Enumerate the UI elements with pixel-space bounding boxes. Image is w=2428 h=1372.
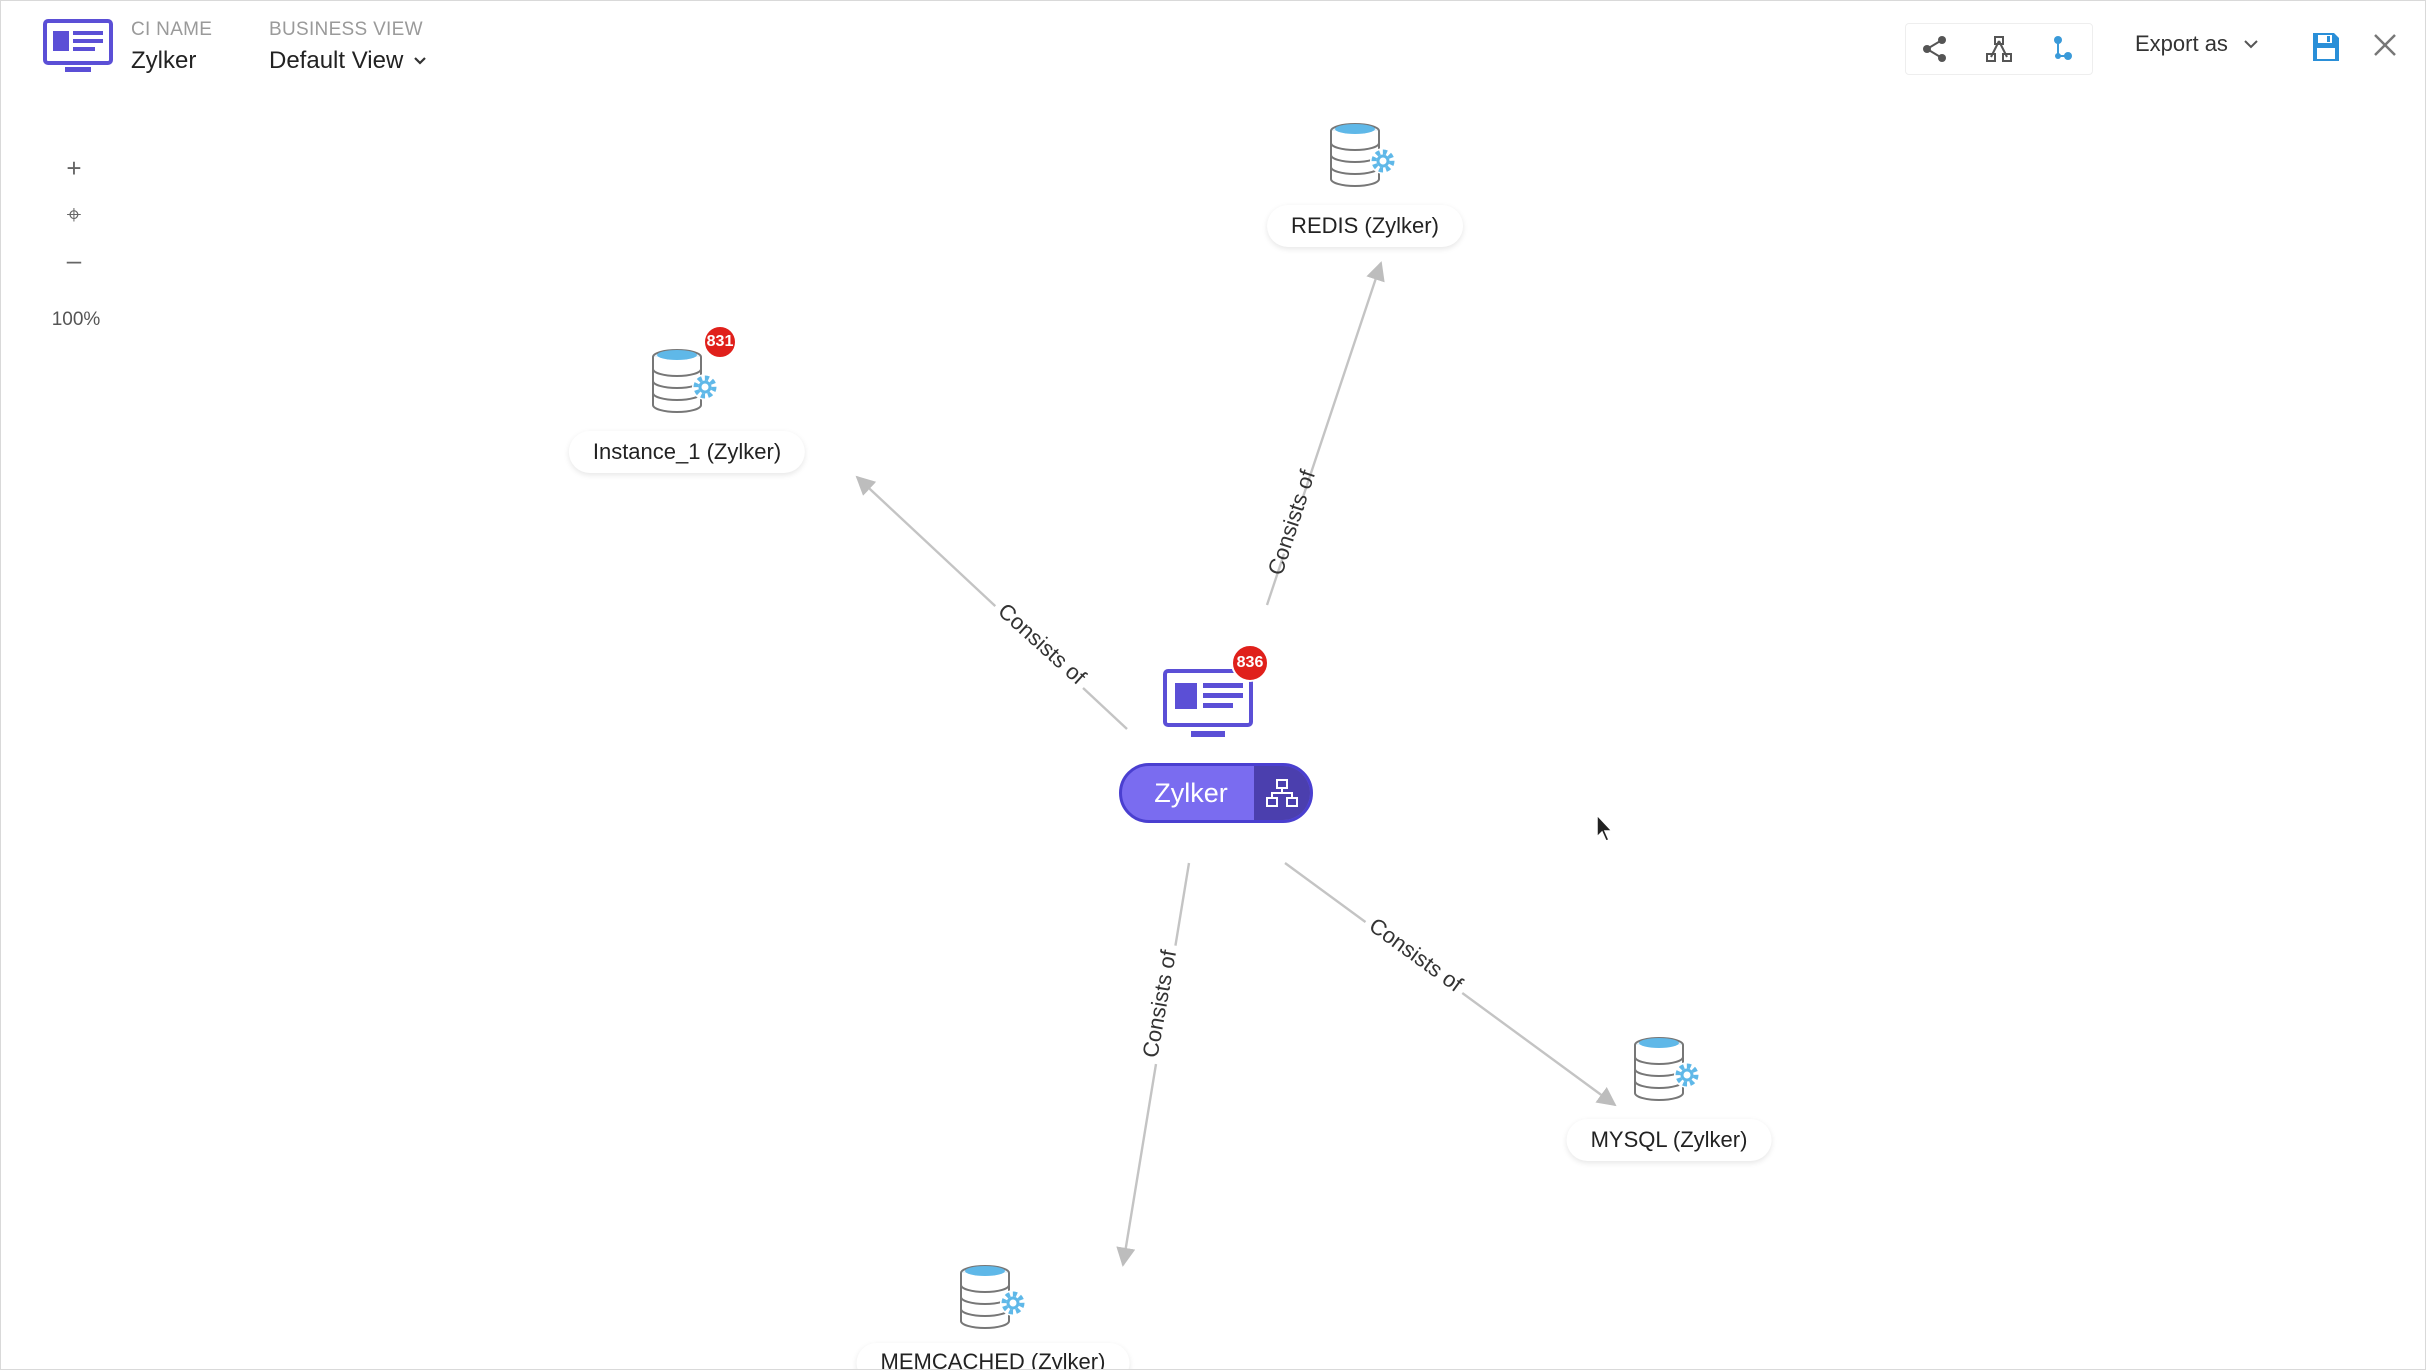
header: CI NAME Zylker BUSINESS VIEW Default Vie… xyxy=(1,1,2425,101)
zoom-controls: + ⌖ – xyxy=(59,153,89,291)
business-view-caption: BUSINESS VIEW xyxy=(269,19,423,40)
chevron-down-icon xyxy=(414,57,427,65)
center-node-label: Zylker xyxy=(1154,777,1228,808)
export-as-label: Export as xyxy=(2135,31,2228,56)
edge-instance xyxy=(855,475,1128,730)
node-label-instance[interactable]: Instance_1 (Zylker) xyxy=(568,431,806,473)
node-zylker[interactable] xyxy=(1163,669,1255,746)
save-button[interactable] xyxy=(2311,31,2341,68)
node-label-redis[interactable]: REDIS (Zylker) xyxy=(1267,205,1463,247)
topology-icon xyxy=(1266,779,1298,807)
layout-toolbar xyxy=(1905,23,2093,75)
tree-layout-icon xyxy=(2054,36,2072,60)
zoom-in-button[interactable]: + xyxy=(66,153,82,183)
database-gear-icon xyxy=(1330,123,1396,187)
ci-name-block: CI NAME Zylker xyxy=(131,19,212,75)
business-view-block: BUSINESS VIEW Default View xyxy=(269,19,427,75)
close-icon xyxy=(2374,34,2396,56)
floppy-disk-icon xyxy=(2313,33,2339,61)
hierarchy-layout-button[interactable] xyxy=(1982,32,2016,66)
center-node-pill[interactable]: Zylker xyxy=(1119,763,1313,823)
ci-monitor-icon xyxy=(1163,669,1253,737)
node-label-mysql[interactable]: MYSQL (Zylker) xyxy=(1566,1119,1772,1161)
node-label-memcached[interactable]: MEMCACHED (Zylker) xyxy=(856,1343,1130,1369)
edge-label-instance: Consists of xyxy=(993,598,1091,690)
topology-button[interactable] xyxy=(1254,766,1310,820)
radial-layout-button[interactable] xyxy=(1918,32,1952,66)
database-gear-icon xyxy=(652,349,718,413)
node-mysql[interactable] xyxy=(1631,1035,1707,1112)
export-as-button[interactable]: Export as xyxy=(2135,31,2260,57)
hierarchy-icon xyxy=(1986,36,2012,62)
ci-monitor-icon xyxy=(43,19,113,80)
node-redis[interactable] xyxy=(1327,121,1403,198)
alarm-count-badge: 831 xyxy=(703,325,737,359)
zoom-out-button[interactable]: – xyxy=(66,245,82,275)
mouse-cursor-icon xyxy=(1596,813,1614,842)
node-instance[interactable] xyxy=(649,347,725,424)
database-gear-icon xyxy=(1634,1037,1700,1101)
edge-label-mysql: Consists of xyxy=(1365,913,1468,998)
ci-name-value: Zylker xyxy=(131,47,197,74)
zoom-reset-button[interactable]: ⌖ xyxy=(66,199,82,229)
node-memcached[interactable] xyxy=(957,1263,1033,1340)
share-nodes-icon xyxy=(1923,36,1946,62)
database-gear-icon xyxy=(960,1265,1026,1329)
tree-layout-button[interactable] xyxy=(2046,32,2080,66)
chevron-down-icon xyxy=(2244,40,2258,49)
business-view-dropdown[interactable]: Default View xyxy=(269,47,427,75)
zoom-level: 100% xyxy=(51,309,101,330)
close-button[interactable] xyxy=(2371,31,2399,64)
alarm-count-badge: 836 xyxy=(1231,644,1269,682)
ci-name-caption: CI NAME xyxy=(131,19,213,40)
business-view-value: Default View xyxy=(269,47,404,74)
